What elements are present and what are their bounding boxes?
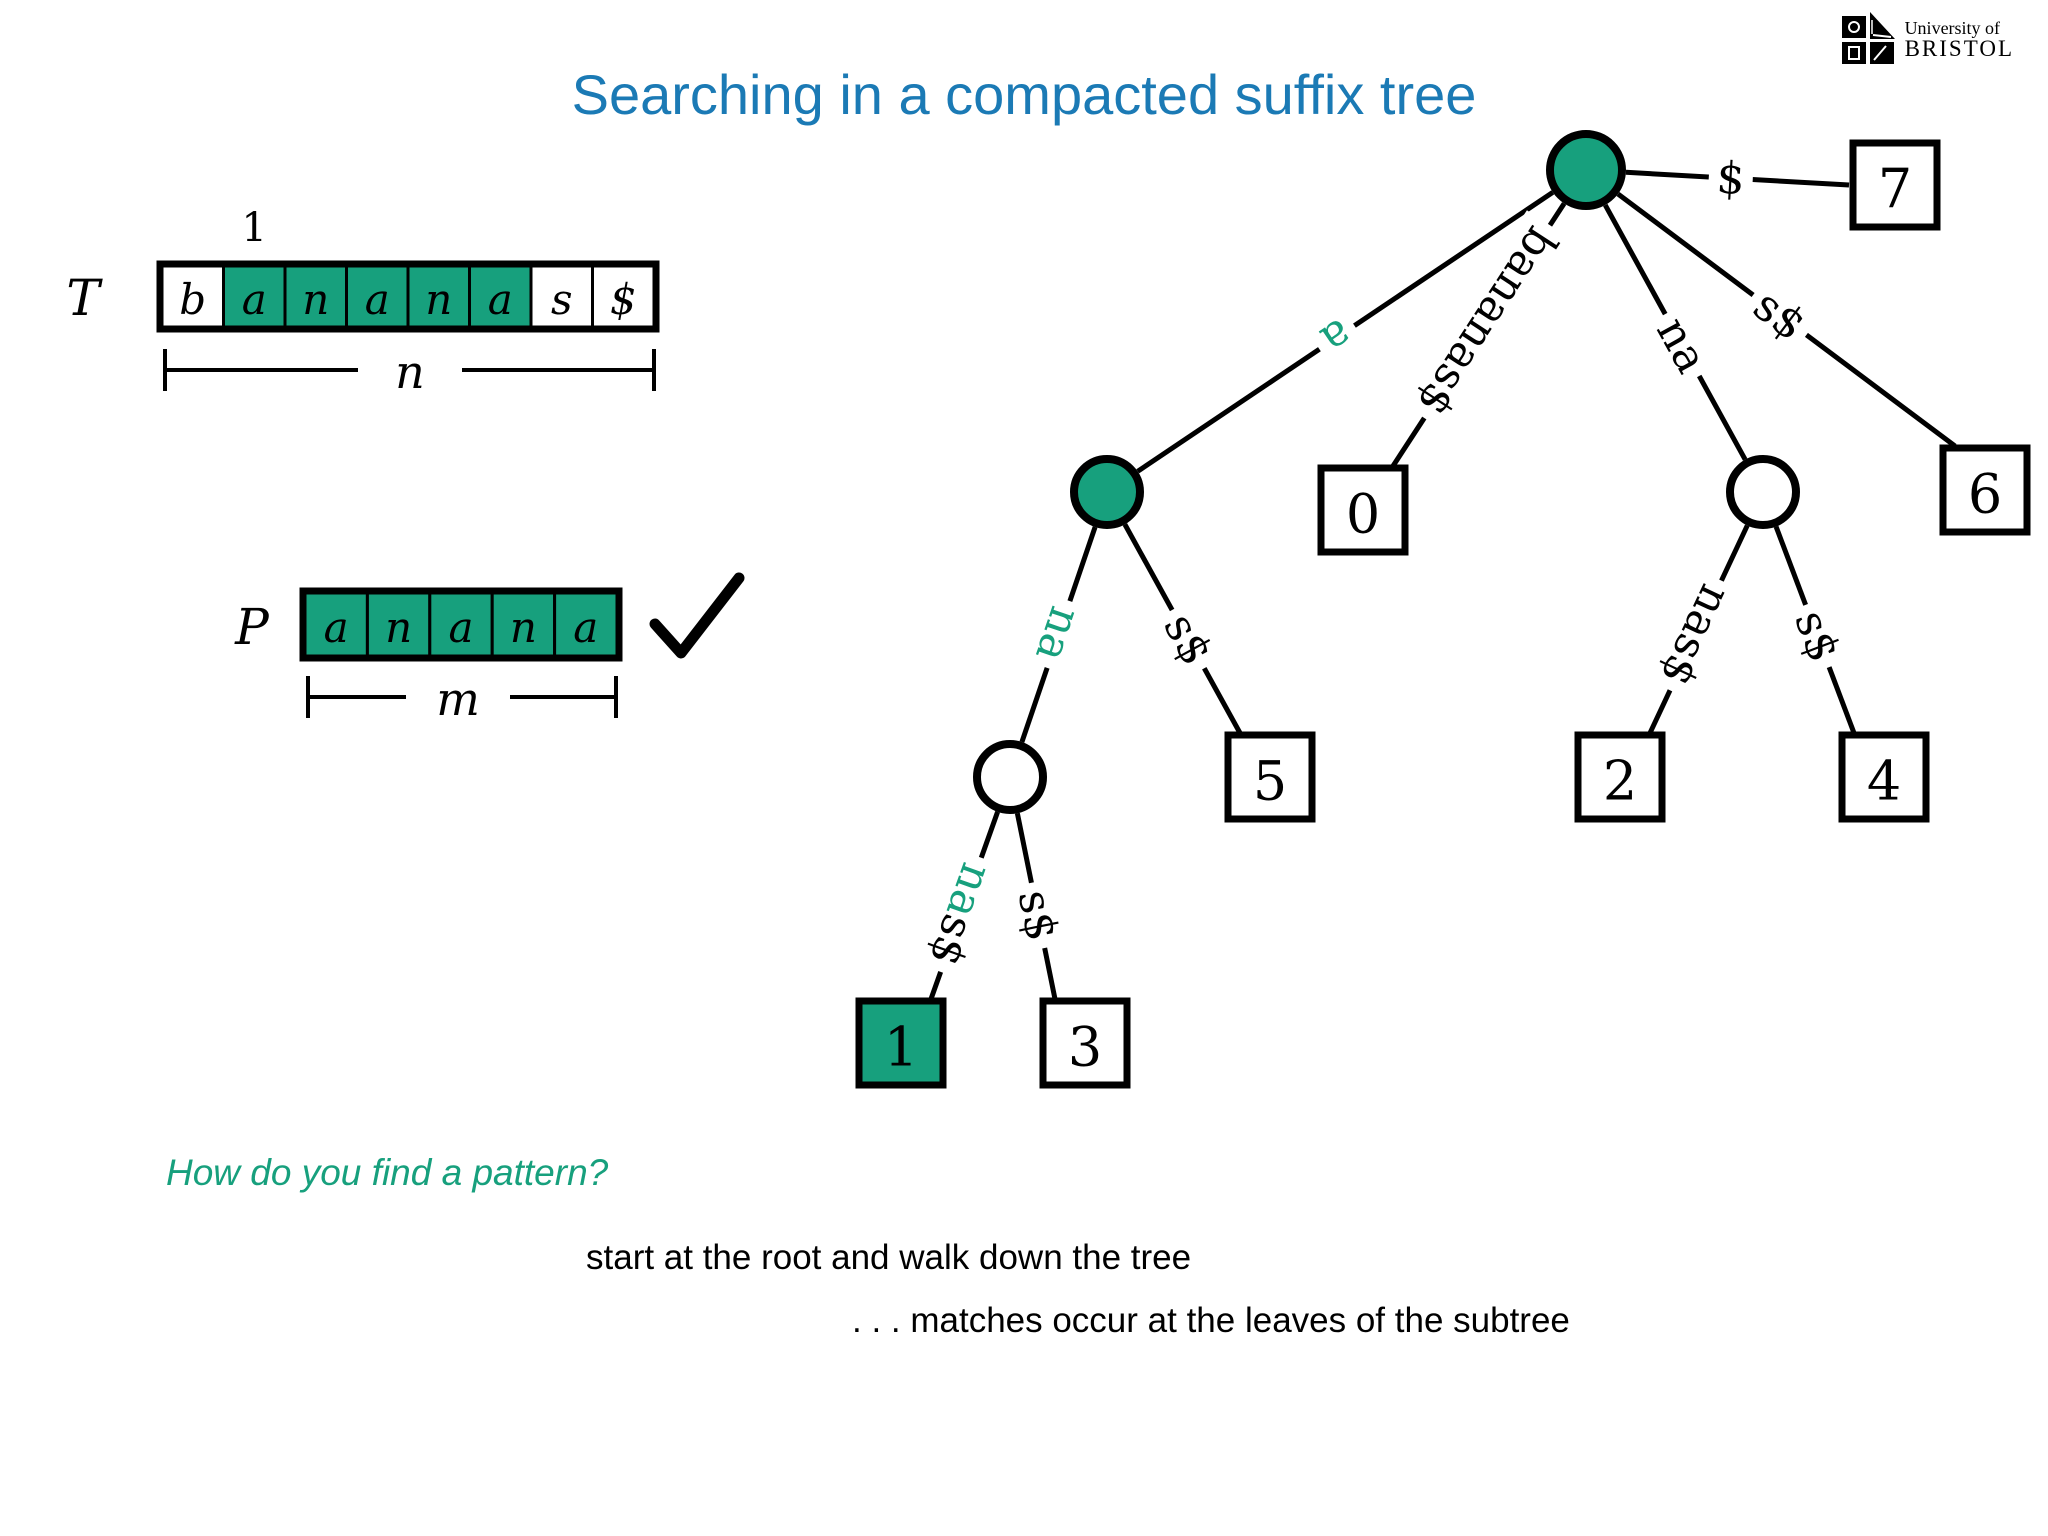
pattern-P-cell-letter-0: a <box>324 603 349 652</box>
leaf-box-leaf-4 <box>1838 731 1930 823</box>
pattern-P-cell-letter-1: n <box>385 603 412 652</box>
tree-node-a <box>1070 455 1144 529</box>
question-text: How do you find a pattern? <box>166 1152 609 1193</box>
tree-leaf-leaf-1: 1 <box>855 997 947 1089</box>
svg-text:s$: s$ <box>1744 279 1815 350</box>
slide-title: Searching in a compacted suffix tree <box>571 63 1477 126</box>
leaf-number-leaf-6: 6 <box>1968 463 2002 526</box>
pattern-P-length-bracket: m <box>306 672 618 726</box>
tree-edge-label-root-leaf-7: $ <box>1707 149 1755 207</box>
tree-edge-label-na-leaf-4: s$ <box>1779 595 1855 677</box>
text-T-cell-letter-4: n <box>425 275 452 324</box>
svg-text:nas$: nas$ <box>1650 577 1741 694</box>
tree-leaf-leaf-4: 4 <box>1838 731 1930 823</box>
leaf-box-leaf-6 <box>1939 444 2031 536</box>
checkmark-icon <box>649 572 745 659</box>
text-T-length-bracket: n <box>163 345 656 399</box>
tree-edge-label-root-leaf-6: s$ <box>1736 272 1823 357</box>
edge-label-backing <box>1645 568 1747 702</box>
leaf-number-leaf-7: 7 <box>1878 158 1912 221</box>
university-of-bristol-logo: University of BRISTOL <box>1841 12 2014 68</box>
edge-label-backing <box>1004 877 1072 954</box>
tree-leaf-leaf-7: 7 <box>1849 139 1941 231</box>
text-T-cell-letter-1: a <box>242 275 267 324</box>
note-walk-down: start at the root and walk down the tree <box>586 1238 1192 1277</box>
pattern-P-label: P <box>234 598 270 656</box>
edge-label-backing <box>1148 596 1229 682</box>
text-T-cell-letter-5: a <box>488 275 513 324</box>
tree-leaf-leaf-6: 6 <box>1939 444 2031 536</box>
tree-edges <box>928 169 1957 1000</box>
note-matches-leaves: . . . matches occur at the leaves of the… <box>852 1301 1570 1340</box>
tree-edge-label-a-ana: na <box>1021 592 1096 677</box>
tree-leaf-leaf-5: 5 <box>1224 731 1316 823</box>
tree-edge-label-a-leaf-5: s$ <box>1148 596 1229 682</box>
tree-nodes: 7 0 6 5 2 4 1 3 <box>855 130 2031 1089</box>
text-T-length-label: n <box>395 345 425 399</box>
leaf-box-leaf-0 <box>1317 464 1409 556</box>
university-crest-icon <box>1841 12 1895 64</box>
text-T-outline <box>156 260 660 333</box>
university-logo-line2: BRISTOL <box>1904 36 2014 62</box>
university-logo-line1: University of <box>1904 18 2001 39</box>
tree-edge-label-ana-leaf-3: s$ <box>1004 877 1072 954</box>
svg-text:$: $ <box>1715 152 1746 205</box>
svg-text:bananas$: bananas$ <box>1407 218 1567 425</box>
edge-label-backing <box>1304 302 1370 373</box>
tree-node-na <box>1726 455 1800 529</box>
leaf-number-leaf-1: 1 <box>884 1016 918 1079</box>
tree-edge-label-root-leaf-0: bananas$ <box>1401 210 1574 434</box>
edge-label-backing <box>1021 592 1096 677</box>
leaf-box-leaf-1 <box>855 997 947 1089</box>
tree-node-root <box>1546 130 1626 210</box>
tree-node-ana <box>973 740 1047 814</box>
leaf-number-leaf-0: 0 <box>1346 483 1380 546</box>
edge-label-backing <box>1401 210 1574 434</box>
text-T-cell-letter-0: b <box>179 275 206 324</box>
leaf-box-leaf-2 <box>1574 731 1666 823</box>
pattern-P-cell-letter-3: n <box>510 603 537 652</box>
pattern-P-outline <box>299 587 623 662</box>
pattern-P-cell-letter-4: a <box>573 603 598 652</box>
text-T-cell-letter-6: s <box>551 275 573 324</box>
tree-edge-label-na-leaf-2: nas$ <box>1645 568 1747 702</box>
leaf-number-leaf-3: 3 <box>1068 1016 1102 1079</box>
pattern-P-cell-letter-2: a <box>448 603 473 652</box>
match-start-index: 1 <box>242 205 267 251</box>
svg-text:s$: s$ <box>1008 886 1068 946</box>
text-T-cell-letter-3: a <box>365 275 390 324</box>
leaf-box-leaf-5 <box>1224 731 1316 823</box>
tree-edge-label-ana-leaf-1: nas$ <box>914 848 1008 982</box>
edge-label-backing <box>914 848 1008 982</box>
leaf-number-leaf-5: 5 <box>1253 750 1287 813</box>
tree-leaf-leaf-3: 3 <box>1039 997 1131 1089</box>
edge-label-backing <box>1736 272 1823 357</box>
leaf-box-leaf-3 <box>1039 997 1131 1089</box>
tree-edge-label-root-a: a <box>1304 302 1370 373</box>
tree-edge-label-root-na: na <box>1641 300 1724 390</box>
pattern-P-length-label: m <box>436 672 480 726</box>
leaf-number-leaf-2: 2 <box>1603 750 1637 813</box>
text-T-label: T <box>66 269 103 327</box>
edge-label-backing <box>1779 595 1855 677</box>
tree-leaf-leaf-2: 2 <box>1574 731 1666 823</box>
edge-label-backing <box>1707 149 1755 207</box>
text-T-cell-letter-2: n <box>302 275 329 324</box>
leaf-box-leaf-7 <box>1849 139 1941 231</box>
university-logo-text: University of BRISTOL <box>1905 19 2014 61</box>
leaf-number-leaf-4: 4 <box>1867 750 1901 813</box>
text-T-cell-letter-7: $ <box>610 275 637 324</box>
tree-leaf-leaf-0: 0 <box>1317 464 1409 556</box>
edge-label-backing <box>1641 300 1724 390</box>
pattern-P-cell-4 <box>553 591 619 658</box>
